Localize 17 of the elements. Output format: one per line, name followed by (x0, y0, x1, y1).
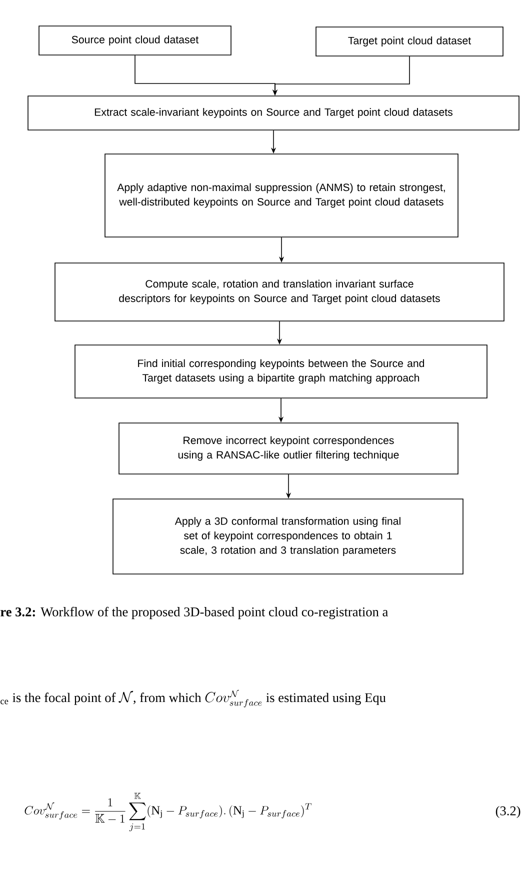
process-box: Extract scale-invariant keypoints on Source and Target point cloud datasets (28, 96, 520, 130)
label: $\mathcal{N}$ (118, 690, 134, 703)
process-box: Apply a 3D conformal transformation using final set of keypoint correspondences to obtain 1 scale, 3 rotation and 3 translation parameters (112, 498, 464, 574)
caption: re 3.2: Workflow of the proposed 3D-based point cloud co-registration a (0, 606, 388, 620)
label: $_{ce}$ is the focal point of (0, 692, 116, 705)
process-box: Apply adaptive non-maximal suppression (ANMS) to retain strongest, well-distributed keypoints on Source and Target point cloud datasets (104, 154, 458, 238)
label: $Cov^{\mathcal{N}}_{surface}$ (205, 690, 262, 708)
process-box: Compute scale, rotation and translation invariant surface descriptors for keypoints on Source and Target point cloud datasets (54, 262, 504, 322)
equation: $Cov^{\mathcal{N}}_{surface} = \frac{1}{\mathbb{K}-1}\sum_{j=1}^{\mathbb{K}}(\mathrm{N_j}-P_{surface}).\,(\mathrm{N_j}-P_{surface})^{T}$ (24, 792, 312, 832)
equation-number: (3.2) (496, 806, 520, 818)
label: , from which (133, 692, 202, 704)
process-box: Source point cloud dataset (38, 26, 232, 56)
body-text: $_{ce}$ is the focal point of $\mathcal{N}$, from which $Cov^{\mathcal{N}}_{surface}$ is estimated using Equ (0, 690, 386, 708)
process-box: Target point cloud dataset (316, 26, 504, 56)
process-box: Remove incorrect keypoint correspondences using a RANSAC-like outlier filtering technique (118, 422, 458, 474)
process-box: Find initial corresponding keypoints between the Source and Target datasets using a bipartite graph matching approach (74, 344, 488, 398)
label: is estimated using Equ (266, 692, 386, 705)
